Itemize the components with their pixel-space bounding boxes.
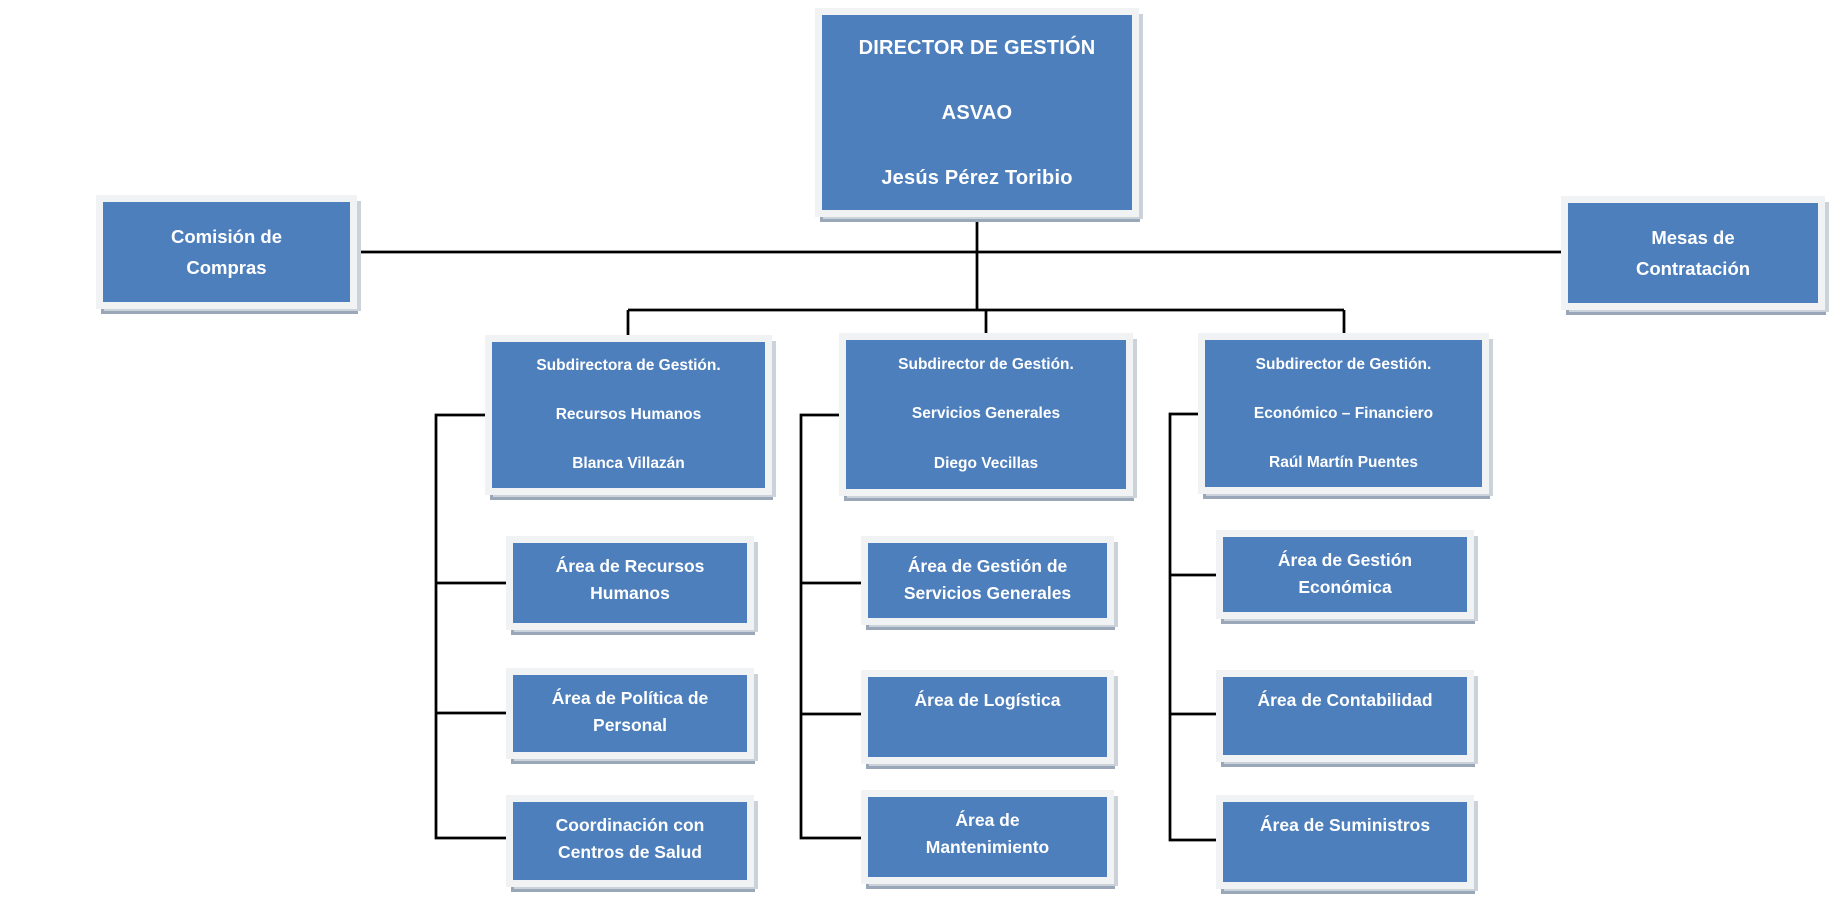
mesas-line2: Contratación	[1635, 258, 1751, 279]
box-line: Humanos	[590, 583, 670, 603]
comision-line2: Compras	[186, 257, 267, 278]
box-line: Coordinación con	[555, 815, 705, 835]
subdirector-servicios-name: Diego Vecillas	[933, 455, 1039, 473]
subdirector-servicios-box: Subdirector de Gestión. Servicios Genera…	[839, 333, 1133, 496]
connector-bracket-col2	[799, 413, 862, 840]
subdirector-servicios-title: Subdirector de Gestión.	[898, 355, 1074, 373]
box-line: Área de	[955, 810, 1020, 830]
subdirector-economico-title: Subdirector de Gestión.	[1255, 355, 1432, 373]
area-suministros-box: Área de Suministros	[1216, 795, 1474, 889]
area-mantenimiento-box: Área de Mantenimiento	[861, 790, 1114, 884]
subdirector-economico-box: Subdirector de Gestión. Económico – Fina…	[1198, 333, 1489, 494]
director-org: ASVAO	[941, 101, 1013, 124]
subdirector-rrhh-box: Subdirectora de Gestión. Recursos Humano…	[485, 335, 772, 495]
box-line: Área de Suministros	[1259, 815, 1431, 835]
subdirector-rrhh-title: Subdirectora de Gestión.	[536, 357, 721, 375]
mesas-contratacion-box: Mesas de Contratación	[1561, 196, 1825, 310]
box-line: Área de Recursos	[555, 556, 705, 576]
subdirector-rrhh-name: Blanca Villazán	[572, 454, 685, 472]
connector-bracket-col3	[1168, 412, 1217, 842]
director-title: DIRECTOR DE GESTIÓN	[858, 36, 1096, 59]
box-line: Área de Logística	[914, 690, 1061, 710]
mesas-line1: Mesas de	[1651, 227, 1735, 248]
area-recursos-humanos-box: Área de Recursos Humanos	[506, 536, 754, 630]
box-line: Área de Gestión de	[907, 556, 1068, 576]
area-gestion-economica-box: Área de Gestión Económica	[1216, 530, 1474, 619]
subdirector-economico-name: Raúl Martín Puentes	[1269, 453, 1418, 471]
subdirector-servicios-area: Servicios Generales	[911, 405, 1061, 423]
area-contabilidad-box: Área de Contabilidad	[1216, 670, 1474, 762]
comision-compras-box: Comisión de Compras	[96, 195, 357, 309]
area-logistica-box: Área de Logística	[861, 670, 1114, 764]
connector-bracket-col1	[434, 413, 507, 840]
director-name: Jesús Pérez Toribio	[881, 166, 1073, 189]
box-line: Área de Gestión	[1277, 550, 1413, 570]
area-gestion-servicios-box: Área de Gestión de Servicios Generales	[861, 536, 1114, 625]
box-line: Centros de Salud	[558, 842, 702, 862]
director-box: DIRECTOR DE GESTIÓN ASVAO Jesús Pérez To…	[815, 8, 1139, 217]
subdirector-economico-area: Económico – Financiero	[1253, 404, 1434, 422]
area-politica-personal-box: Área de Política de Personal	[506, 668, 754, 759]
box-line: Área de Contabilidad	[1257, 690, 1433, 710]
subdirector-rrhh-area: Recursos Humanos	[555, 405, 702, 423]
comision-line1: Comisión de	[170, 226, 282, 247]
box-line: Personal	[593, 715, 667, 735]
box-line: Servicios Generales	[903, 583, 1072, 603]
box-line: Económica	[1298, 577, 1392, 597]
coordinacion-centros-salud-box: Coordinación con Centros de Salud	[506, 795, 754, 887]
box-line: Mantenimiento	[925, 837, 1050, 857]
box-line: Área de Política de	[551, 688, 709, 708]
